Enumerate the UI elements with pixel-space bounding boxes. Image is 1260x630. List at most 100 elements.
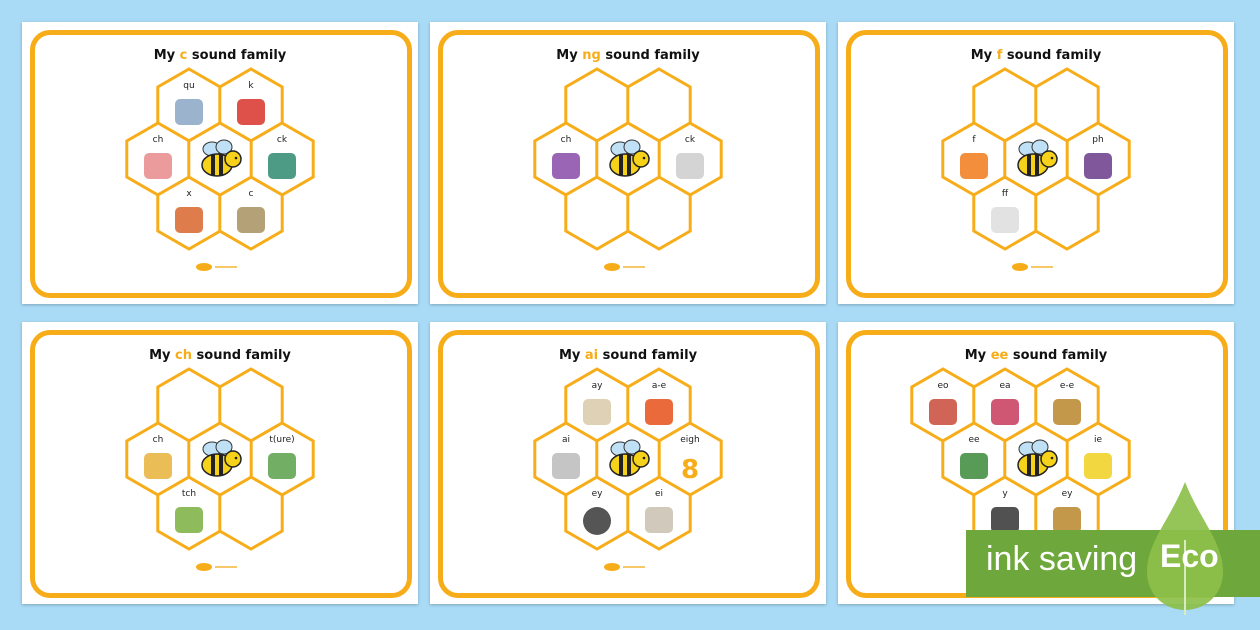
sock-icon xyxy=(268,153,296,179)
ship-icon xyxy=(175,99,203,125)
brand-logo xyxy=(196,563,237,571)
title-prefix: My xyxy=(556,48,578,63)
title-sound: ng xyxy=(582,48,601,63)
chemist-icon xyxy=(144,153,172,179)
chips-icon xyxy=(144,453,172,479)
brand-logo xyxy=(604,263,645,271)
sink-icon xyxy=(676,153,704,179)
cell-label: ey xyxy=(1062,489,1074,499)
cell-label: k xyxy=(248,81,254,91)
title-suffix: sound family xyxy=(1006,48,1102,63)
cell-label: eo xyxy=(937,381,949,391)
eight-icon: 8 xyxy=(681,455,699,485)
fish-icon xyxy=(960,153,988,179)
title-sound: ch xyxy=(175,348,192,363)
cell-label: ey xyxy=(592,489,604,499)
eco-label: Eco xyxy=(1160,538,1219,574)
sound-family-card-ch[interactable]: My ch sound family ch t(ure) tch xyxy=(22,322,418,604)
bee-icon xyxy=(1017,139,1058,177)
card-title: My ai sound family xyxy=(430,348,826,363)
title-suffix: sound family xyxy=(602,348,698,363)
card-title: My c sound family xyxy=(22,48,418,63)
cell-label: ck xyxy=(685,135,696,145)
cell-label: ch xyxy=(561,135,572,145)
card-border xyxy=(438,30,820,298)
brand-logo xyxy=(196,263,237,271)
cell-label: y xyxy=(1002,489,1008,499)
title-prefix: My xyxy=(964,348,987,363)
title-sound: c xyxy=(179,48,188,63)
veil-icon xyxy=(645,507,673,533)
card-title: My f sound family xyxy=(838,48,1234,63)
cell-label: ie xyxy=(1094,435,1103,445)
cell-label: ei xyxy=(655,489,663,499)
card-title: My ee sound family xyxy=(838,348,1234,363)
rain-icon xyxy=(552,453,580,479)
honeycomb: ch t(ure) tch xyxy=(125,367,315,551)
boy-icon xyxy=(175,507,203,533)
cell-label: ck xyxy=(277,135,288,145)
fire-icon xyxy=(645,399,673,425)
cell-label: ch xyxy=(153,135,164,145)
cell-label: qu xyxy=(183,81,194,91)
card-border xyxy=(30,30,412,298)
person-icon xyxy=(1084,153,1112,179)
bee-icon xyxy=(201,439,242,477)
scales-icon xyxy=(1053,399,1081,425)
title-prefix: My xyxy=(149,348,171,363)
cell-label: eigh xyxy=(680,435,699,445)
cell-label: ff xyxy=(1002,189,1009,199)
title-sound: f xyxy=(996,48,1003,63)
title-prefix: My xyxy=(558,348,581,363)
bee-icon xyxy=(201,139,242,177)
leaf-icon xyxy=(1147,482,1223,615)
grey-circle-icon xyxy=(583,507,611,535)
beads-icon xyxy=(991,399,1019,425)
cell-label: a-e xyxy=(652,381,667,391)
brand-logo xyxy=(1012,263,1053,271)
puzzle-icon xyxy=(1084,453,1112,479)
card-border xyxy=(438,330,820,598)
king-icon xyxy=(237,99,265,125)
picture-icon xyxy=(268,453,296,479)
sound-family-card-ng[interactable]: My ng sound family ch ck xyxy=(430,22,826,304)
cell-label: ea xyxy=(999,381,1010,391)
people-icon xyxy=(929,399,957,425)
title-sound: ai xyxy=(584,348,599,363)
leek-icon xyxy=(960,453,988,479)
bee-icon xyxy=(609,439,650,477)
boy-face-icon xyxy=(991,507,1019,533)
bee-icon xyxy=(1017,439,1058,477)
bee-icon xyxy=(609,139,650,177)
brand-logo xyxy=(604,563,645,571)
cell-label: ay xyxy=(592,381,604,391)
phone-icon xyxy=(991,207,1019,233)
cell-label: ch xyxy=(153,435,164,445)
cell-label: t(ure) xyxy=(269,435,294,445)
title-suffix: sound family xyxy=(605,48,700,63)
title-suffix: sound family xyxy=(196,348,291,363)
cell-label: e-e xyxy=(1060,381,1075,391)
title-prefix: My xyxy=(153,48,176,63)
fox-icon xyxy=(175,207,203,233)
cake-icon xyxy=(237,207,265,233)
sound-family-card-ai[interactable]: My ai sound family ay a-e ai eigh 8 ey ei xyxy=(430,322,826,604)
cell-label: ee xyxy=(968,435,980,445)
honeycomb: ch ck xyxy=(533,67,723,251)
princess-icon xyxy=(552,153,580,179)
coins-icon xyxy=(1053,507,1081,533)
honeycomb: ay a-e ai eigh 8 ey ei xyxy=(533,367,723,551)
hay-icon xyxy=(583,399,611,425)
title-suffix: sound family xyxy=(1012,348,1108,363)
cell-label: tch xyxy=(182,489,196,499)
title-prefix: My xyxy=(970,48,993,63)
cell-label: ai xyxy=(562,435,570,445)
cell-label: ph xyxy=(1092,135,1103,145)
card-title: My ng sound family xyxy=(430,48,826,63)
card-border xyxy=(846,30,1228,298)
title-suffix: sound family xyxy=(191,48,287,63)
